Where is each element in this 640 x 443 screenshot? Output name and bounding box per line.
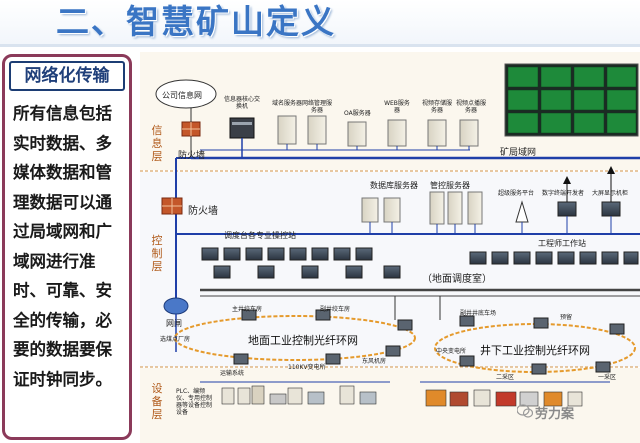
label-db-server: 数据库服务器 [370, 181, 418, 190]
server-oa [347, 121, 367, 147]
label-engineer-station: 工程师工作站 [538, 239, 586, 248]
label-aux-shaft: 副井绞车房 [320, 306, 351, 313]
watermark-text: 劳力案 [535, 407, 575, 422]
label-mine-net: 矿局域网 [500, 148, 537, 158]
label-power-ground: 110KV变电所 [288, 364, 326, 371]
title-divider [0, 44, 640, 47]
server-web [387, 119, 407, 147]
router [163, 297, 189, 315]
label-large-screen: 大屏显示机柜 [592, 190, 629, 197]
page-title: 二、智慧矿山定义 [56, 2, 336, 41]
label-router: 网闸 [166, 319, 182, 328]
server-nms [307, 115, 327, 145]
label-plc-note: PLC、编频仪、专用控制器等设备控制设备 [176, 388, 213, 416]
label-dispatch-room: （地面调度室） [422, 274, 492, 285]
label-ground-ring: 地面工业控制光纤环网 [248, 334, 358, 347]
label-server-core: 信息器核心交换机 [224, 96, 261, 110]
public-net-cloud [155, 79, 217, 109]
label-mining2: 二采区 [496, 374, 515, 381]
server-dns [277, 115, 297, 145]
label-server-video-store: 视频存储服务器 [421, 100, 452, 114]
label-server-web: WEB服务器 [384, 100, 410, 114]
label-server-oa: OA服务器 [344, 110, 371, 117]
label-wireless: 超级服务平台 [498, 190, 535, 197]
label-server-nms: 网络管理服务器 [302, 100, 333, 114]
label-main-shaft: 主井绞车房 [232, 306, 263, 313]
control-servers [361, 191, 483, 234]
label-underground-ring: 井下工业控制光纤环网 [480, 344, 590, 357]
ground-ring [174, 315, 416, 361]
network-diagram-graphics [140, 52, 640, 443]
core-switch [229, 117, 255, 139]
layer-label-info: 信息层 [151, 124, 163, 163]
label-dispatch-stations: 调度台各专业操控站 [224, 231, 296, 240]
layer-label-control: 控制层 [151, 234, 163, 273]
label-public-net: 公司信息网 [162, 91, 202, 100]
server-video-play [459, 119, 479, 147]
network-diagram: 信息层 控制层 设备层 公司信息网 防火墙 防火墙 矿局域网 网闸 （地面调度室… [140, 52, 640, 443]
label-firewall-top: 防火墙 [178, 151, 206, 161]
card-header: 网络化传输 [9, 61, 125, 91]
label-central-sub: 中央变电所 [436, 348, 467, 355]
label-server-dns: 域名服务器 [272, 100, 303, 107]
info-servers [277, 115, 479, 150]
card-header-text: 网络化传输 [24, 66, 110, 86]
label-coal-plant: 选煤点厂房 [160, 336, 191, 343]
label-under-aux: 副井井底车场 [460, 310, 497, 317]
label-conveyor: 运输系统 [220, 370, 245, 377]
label-mgmt-server: 管控服务器 [430, 181, 470, 190]
label-server-video-play: 视频点播服务器 [455, 100, 486, 114]
server-video-store [427, 119, 447, 147]
card-body-text: 所有信息包括实时数据、多媒体数据和管理数据可以通过局域网和广域网进行准时、可靠、… [13, 104, 112, 389]
label-firewall-mid: 防火墙 [188, 206, 218, 217]
ring-switches [233, 309, 625, 375]
label-web-dev: 数字终端开发者 [542, 190, 585, 197]
label-pump: 预留 [560, 314, 573, 321]
title-bar: 二、智慧矿山定义 [0, 0, 640, 44]
text-card: 网络化传输 所有信息包括实时数据、多媒体数据和管理数据可以通过局域网和广域网进行… [2, 54, 132, 440]
label-mining1: 一采区 [598, 374, 617, 381]
dispatch-workstations [201, 247, 639, 279]
watermark-logo-icon [517, 404, 533, 418]
label-east-wind: 东风机房 [362, 358, 387, 365]
field-devices [221, 385, 583, 407]
layer-label-device: 设备层 [151, 382, 163, 421]
